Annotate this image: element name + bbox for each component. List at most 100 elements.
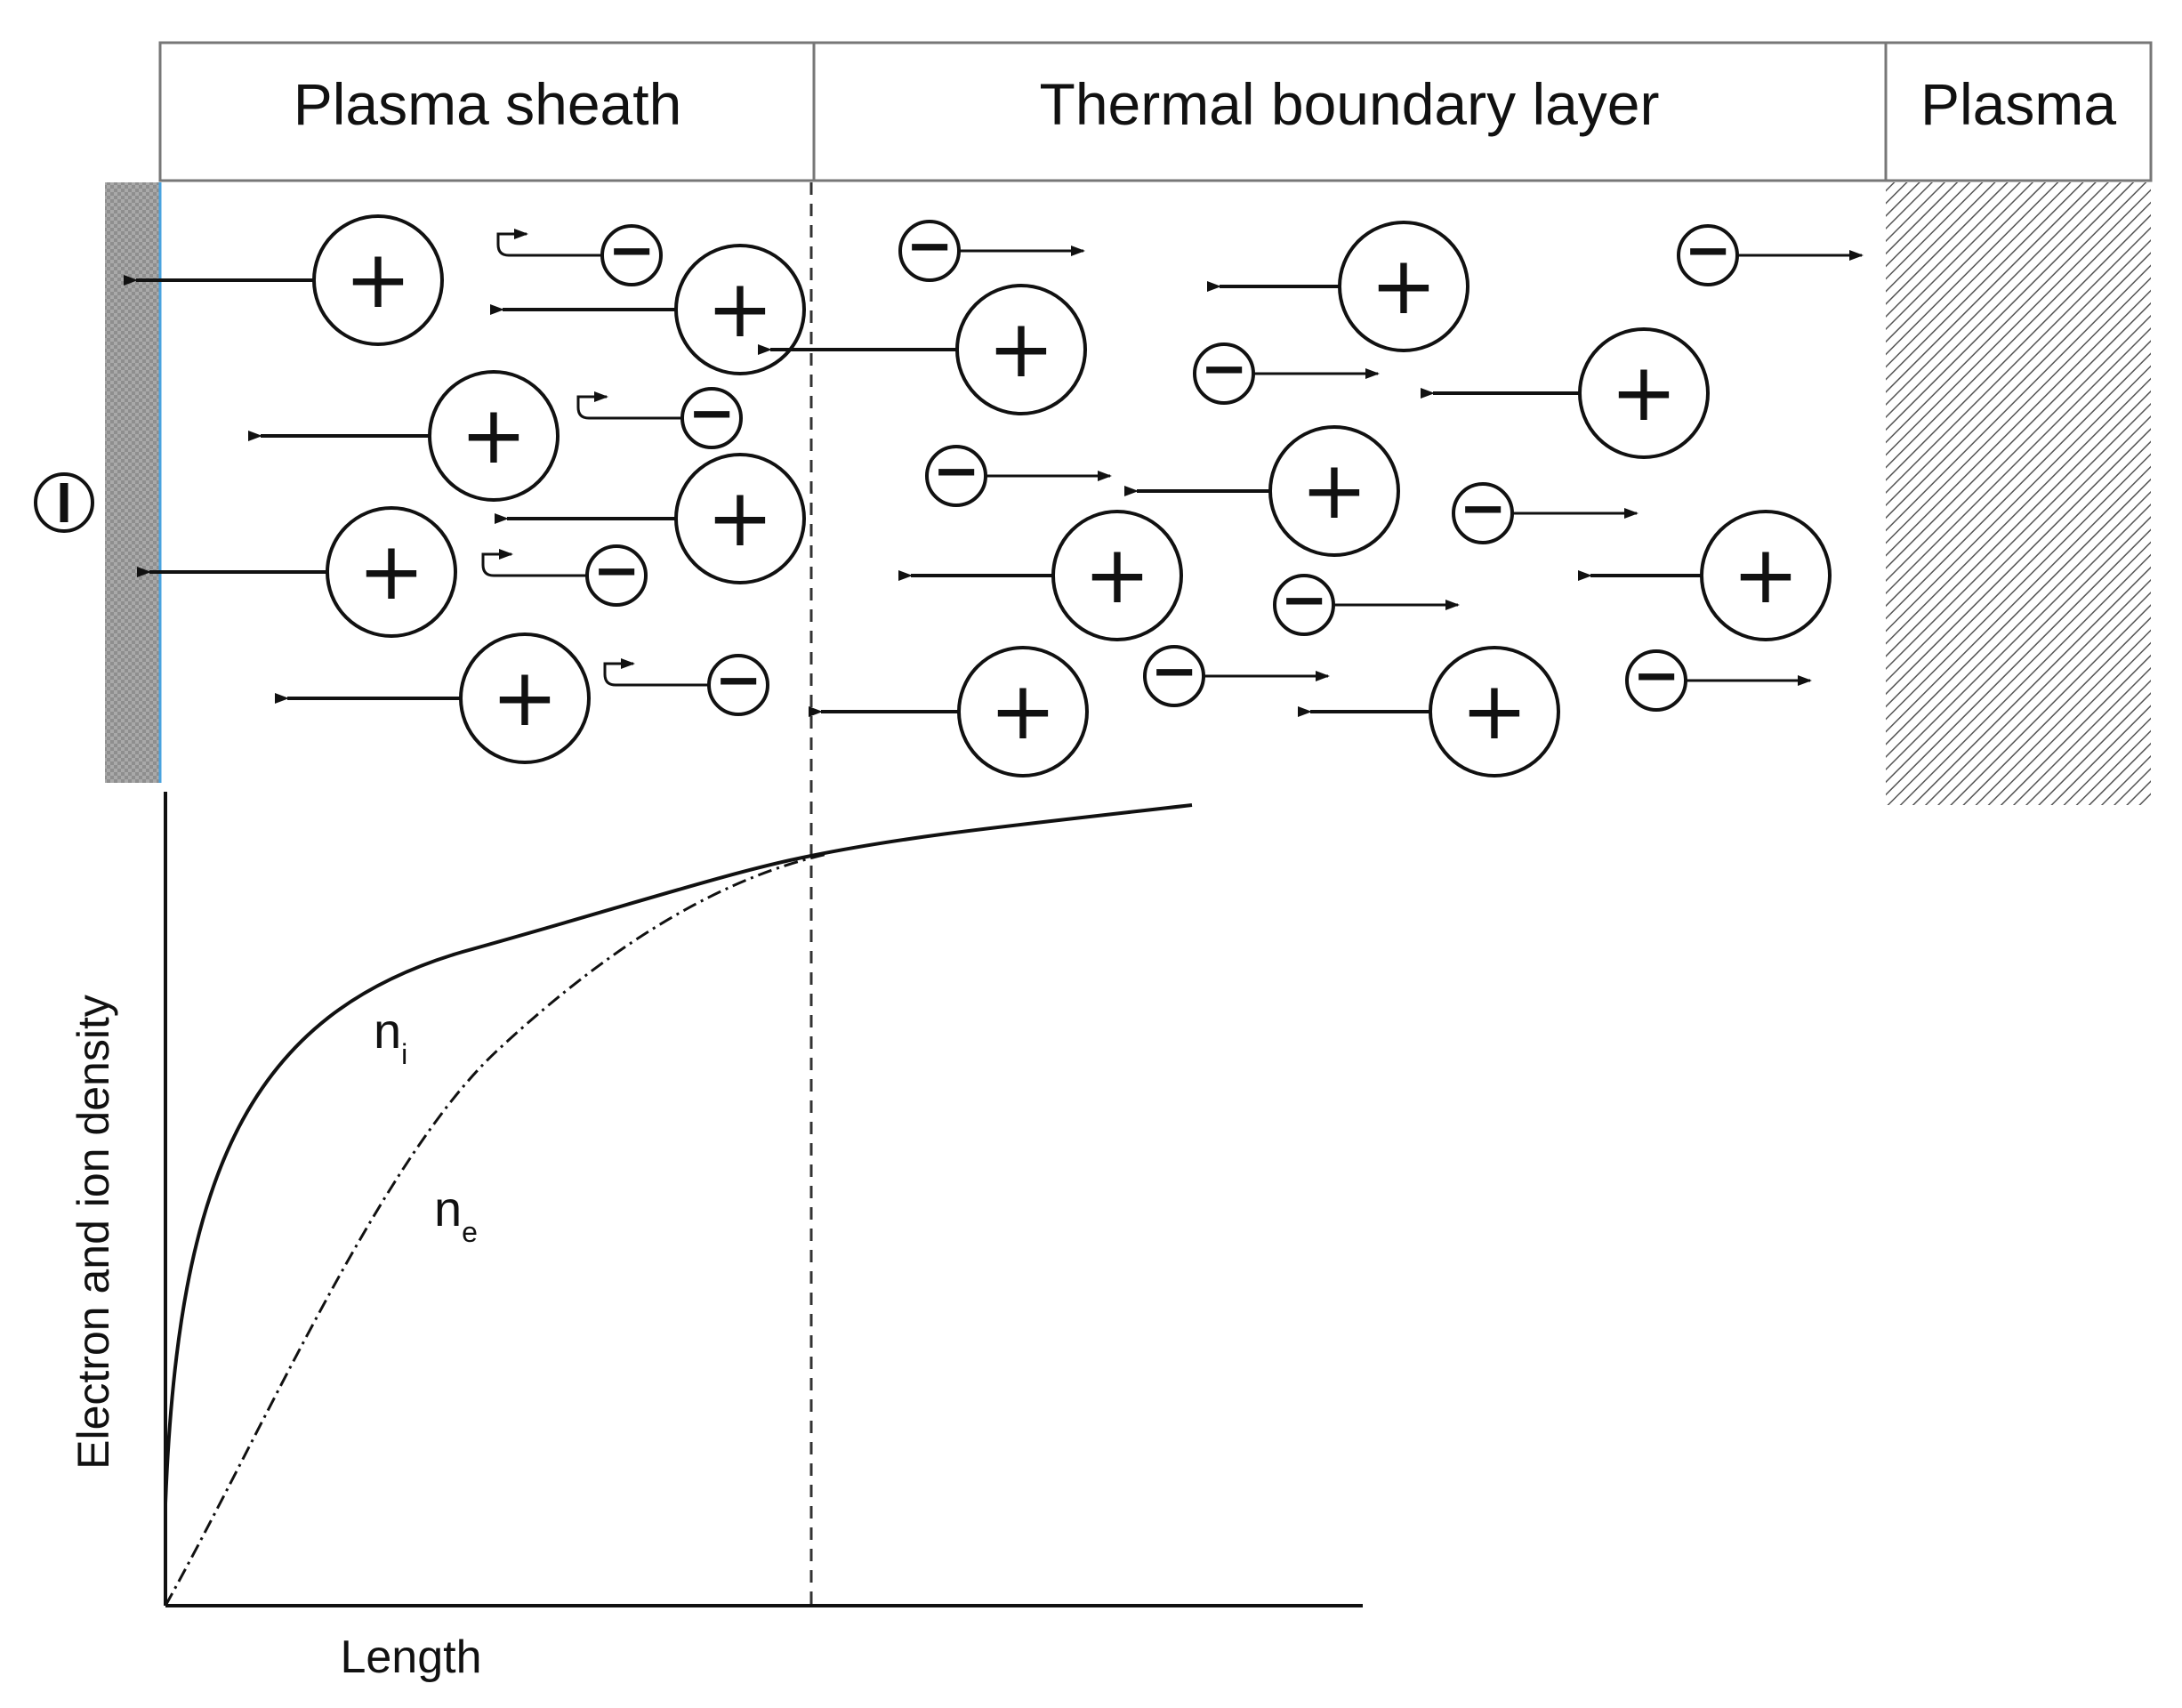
electron-particle: − bbox=[576, 381, 743, 449]
density-chart: ni ne Length Electron and ion density bbox=[68, 792, 1363, 1683]
ion-sign: + bbox=[706, 262, 773, 356]
ion-circle bbox=[674, 453, 806, 584]
x-axis-label: Length bbox=[340, 1631, 481, 1683]
particle-layer: ++++++++++++++−−−−−−−−−−−− bbox=[124, 214, 1864, 777]
electron-circle bbox=[1625, 649, 1687, 712]
ion-sign: + bbox=[1732, 528, 1799, 622]
electron-reflect-arrow bbox=[576, 391, 682, 420]
electron-circle bbox=[1193, 342, 1255, 405]
electron-particle: − bbox=[603, 648, 769, 716]
electron-particle: − bbox=[1677, 218, 1864, 286]
electron-particle: − bbox=[1452, 476, 1639, 544]
ion-sign: + bbox=[1083, 528, 1150, 622]
electron-particle: − bbox=[496, 218, 663, 286]
ion-particle: + bbox=[124, 214, 444, 346]
ion-sign: + bbox=[989, 665, 1056, 758]
electron-circle bbox=[680, 387, 743, 449]
ion-circle bbox=[312, 214, 444, 346]
header-label-plasma: Plasma bbox=[1920, 71, 2116, 137]
electron-circle bbox=[1452, 482, 1514, 544]
electron-density-label-main: n bbox=[434, 1180, 462, 1237]
ion-density-label: ni bbox=[374, 1003, 407, 1070]
ion-particle: + bbox=[275, 632, 591, 764]
electron-density-label: ne bbox=[434, 1180, 478, 1248]
ion-circle bbox=[674, 244, 806, 375]
ion-circle bbox=[1268, 425, 1400, 557]
ion-particle: + bbox=[1298, 646, 1560, 777]
plasma-region bbox=[1886, 182, 2151, 805]
electron-sign: − bbox=[714, 648, 762, 713]
header-bar: Plasma sheath Thermal boundary layer Pla… bbox=[158, 41, 2153, 182]
ion-sign: + bbox=[706, 471, 773, 565]
y-axis-label: Electron and ion density bbox=[68, 995, 118, 1470]
electron-sign: − bbox=[1150, 639, 1198, 705]
electron-sign: − bbox=[1280, 568, 1328, 633]
ion-particle: + bbox=[898, 510, 1183, 641]
electron-density-label-subscript: e bbox=[462, 1216, 478, 1248]
electron-particle: − bbox=[898, 214, 1085, 282]
header-label-plasma-sheath: Plasma sheath bbox=[294, 71, 682, 137]
electrode-wall bbox=[105, 182, 160, 783]
electron-sign: − bbox=[592, 538, 640, 604]
electron-sign: − bbox=[932, 439, 980, 504]
ion-sign: + bbox=[358, 525, 424, 618]
ion-particle: + bbox=[490, 244, 806, 375]
ion-particle: + bbox=[1207, 221, 1469, 352]
ion-circle bbox=[459, 632, 591, 764]
electron-sign: − bbox=[608, 218, 656, 284]
ion-particle: + bbox=[1421, 327, 1710, 459]
ion-sign: + bbox=[987, 302, 1054, 396]
ion-circle bbox=[326, 506, 457, 638]
ion-circle bbox=[1578, 327, 1710, 459]
ion-circle bbox=[1051, 510, 1183, 641]
electron-particle: − bbox=[1143, 639, 1330, 707]
ion-particle: + bbox=[1578, 510, 1832, 641]
electron-particle: − bbox=[925, 439, 1112, 507]
ion-circle bbox=[957, 646, 1089, 777]
electron-circle bbox=[600, 224, 663, 286]
ion-circle bbox=[955, 284, 1087, 415]
ion-density-label-subscript: i bbox=[401, 1038, 407, 1070]
electron-sign: − bbox=[906, 214, 954, 279]
ion-sign: + bbox=[460, 389, 527, 482]
ion-sign: + bbox=[491, 651, 558, 745]
ion-particle: + bbox=[758, 284, 1087, 415]
ion-particle: + bbox=[248, 370, 560, 502]
electron-sign: − bbox=[688, 381, 736, 447]
electron-circle bbox=[1143, 645, 1205, 707]
ion-particle: + bbox=[809, 646, 1089, 777]
electron-reflect-arrow bbox=[481, 549, 587, 577]
electron-particle: − bbox=[481, 538, 648, 607]
electron-sign: − bbox=[1684, 218, 1732, 284]
header-box-plasma bbox=[1884, 41, 2153, 182]
electron-particle: − bbox=[1193, 336, 1380, 405]
ion-circle bbox=[428, 370, 560, 502]
ion-particle: + bbox=[1124, 425, 1400, 557]
electron-circle bbox=[1273, 574, 1335, 636]
electron-sign: − bbox=[1632, 643, 1680, 709]
electron-circle bbox=[707, 654, 769, 716]
electron-sign: − bbox=[1459, 476, 1507, 542]
electron-circle bbox=[1677, 224, 1739, 286]
header-box-plasma-sheath bbox=[158, 41, 816, 182]
electron-particle: − bbox=[1273, 568, 1460, 636]
electron-circle bbox=[585, 544, 648, 607]
header-label-thermal-boundary-layer: Thermal boundary layer bbox=[1040, 71, 1660, 137]
ion-sign: + bbox=[1300, 444, 1367, 537]
electrode-negative-sign bbox=[34, 472, 94, 533]
electron-reflect-arrow bbox=[603, 658, 709, 687]
ion-circle bbox=[1429, 646, 1560, 777]
electron-sign: − bbox=[1200, 336, 1248, 402]
ion-density-curve bbox=[164, 803, 1193, 1504]
ion-sign: + bbox=[1610, 346, 1677, 439]
electron-density-curve bbox=[164, 852, 828, 1607]
electron-circle bbox=[898, 220, 961, 282]
ion-sign: + bbox=[344, 233, 411, 326]
header-box-thermal-boundary-layer bbox=[812, 41, 1888, 182]
electron-reflect-arrow bbox=[496, 229, 602, 257]
ion-sign: + bbox=[1370, 239, 1437, 333]
electron-particle: − bbox=[1625, 643, 1812, 712]
ion-circle bbox=[1338, 221, 1469, 352]
ion-circle bbox=[1700, 510, 1832, 641]
